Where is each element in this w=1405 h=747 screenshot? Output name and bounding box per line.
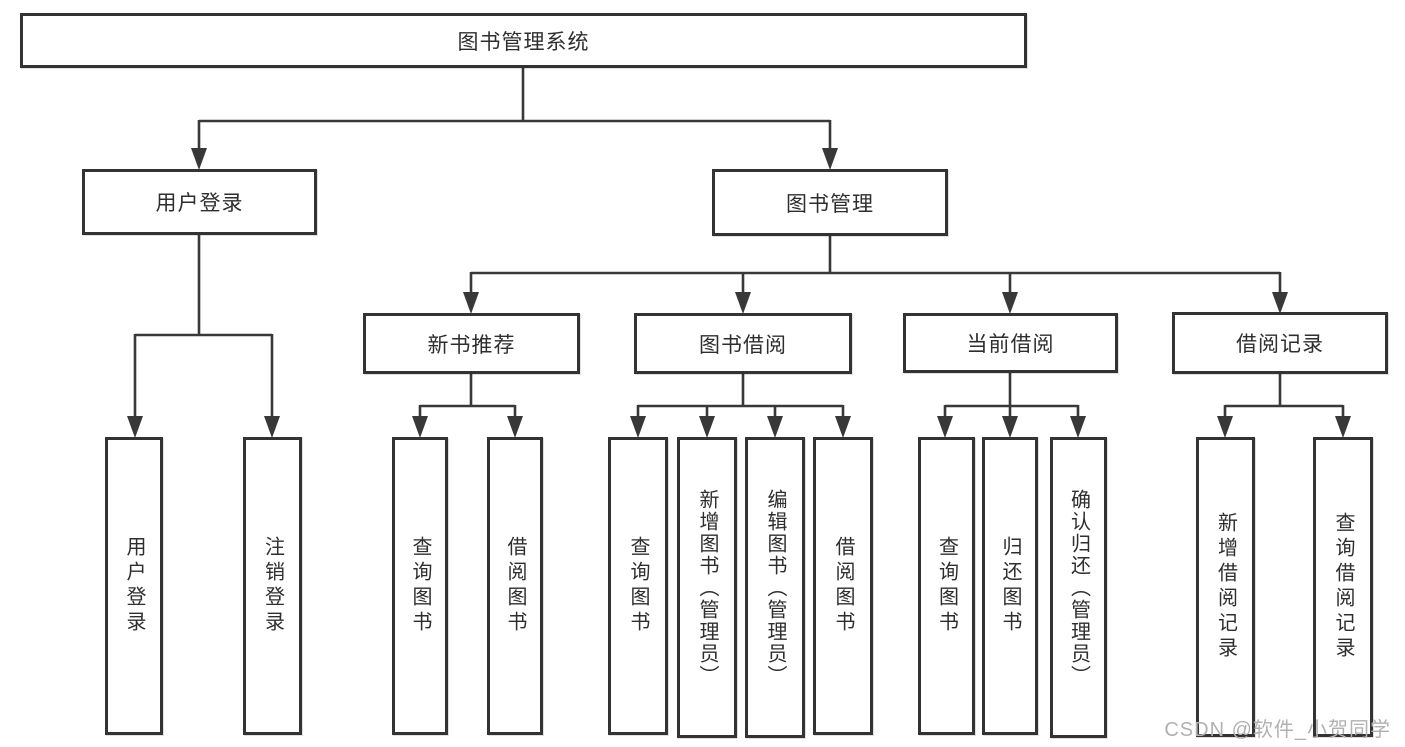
node-root: 图书管理系统 bbox=[20, 13, 1027, 68]
arrowheads bbox=[127, 148, 1351, 438]
node-leaf-current-return: 归还图书 bbox=[982, 437, 1038, 735]
node-leaf-records-query: 查询借阅记录 bbox=[1313, 437, 1373, 737]
node-leaf-newbooks-borrow: 借阅图书 bbox=[487, 437, 543, 735]
node-book-borrow: 图书借阅 bbox=[634, 313, 852, 374]
node-current-borrow: 当前借阅 bbox=[903, 313, 1118, 373]
node-leaf-logout: 注销登录 bbox=[243, 437, 302, 735]
node-leaf-borrow-add: 新增图书（管理员） bbox=[677, 437, 737, 738]
node-leaf-borrow-edit: 编辑图书（管理员） bbox=[745, 437, 805, 738]
node-user-login: 用户登录 bbox=[82, 169, 317, 235]
node-borrow-records-label: 借阅记录 bbox=[1236, 333, 1324, 356]
node-leaf-records-add: 新增借阅记录 bbox=[1196, 437, 1255, 737]
node-leaf-current-confirm: 确认归还（管理员） bbox=[1050, 437, 1107, 738]
node-leaf-current-query: 查询图书 bbox=[918, 437, 975, 735]
node-leaf-borrow-borrow: 借阅图书 bbox=[813, 437, 873, 735]
node-borrow-records: 借阅记录 bbox=[1172, 312, 1388, 374]
node-leaf-user-login: 用户登录 bbox=[105, 437, 163, 735]
node-current-borrow-label: 当前借阅 bbox=[966, 333, 1055, 356]
node-leaf-borrow-query: 查询图书 bbox=[608, 437, 668, 735]
node-user-login-label: 用户登录 bbox=[155, 192, 244, 215]
node-new-books: 新书推荐 bbox=[363, 313, 580, 374]
csdn-watermark: CSDN @软件_小贺同学 bbox=[1164, 719, 1391, 741]
node-book-mgmt: 图书管理 bbox=[712, 169, 948, 236]
node-new-books-label: 新书推荐 bbox=[427, 333, 516, 357]
node-book-borrow-label: 图书借阅 bbox=[699, 333, 787, 357]
node-root-label: 图书管理系统 bbox=[457, 30, 590, 54]
node-book-mgmt-label: 图书管理 bbox=[786, 192, 874, 216]
node-leaf-newbooks-query: 查询图书 bbox=[392, 437, 448, 735]
